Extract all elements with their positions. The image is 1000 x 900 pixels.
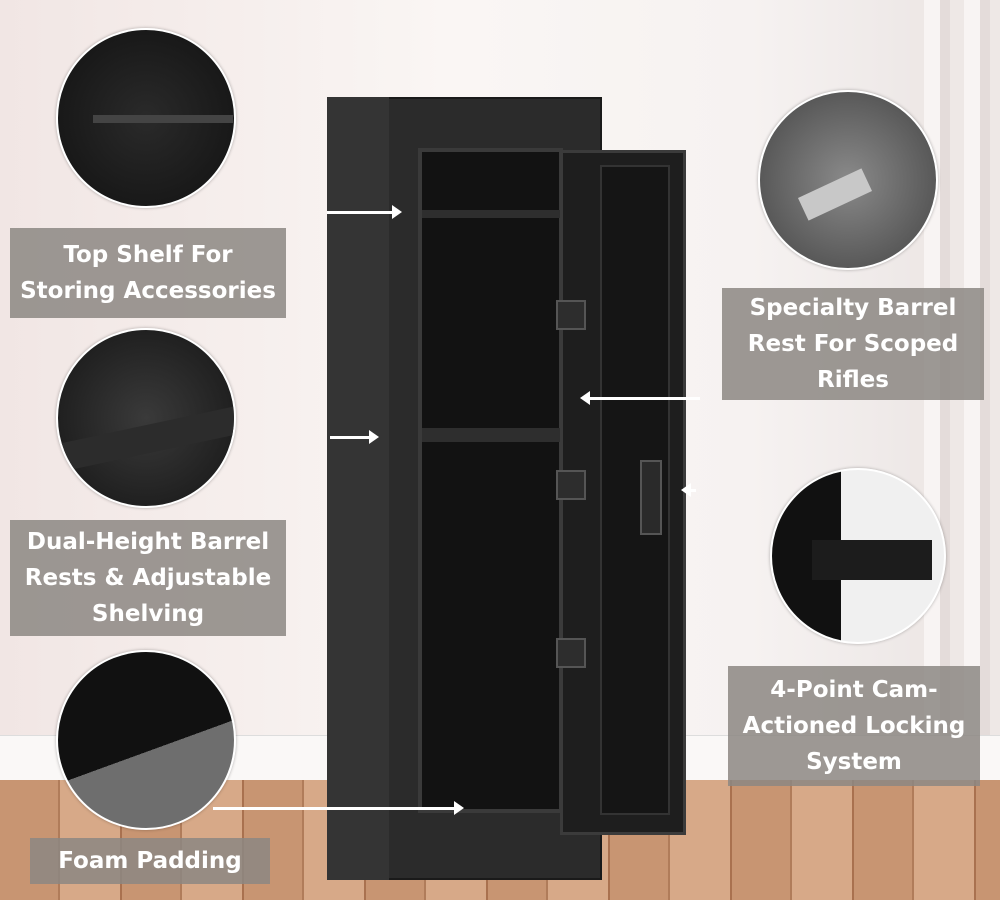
hinge [556, 300, 586, 330]
callout-barrel-rests: Dual-Height Barrel Rests & Adjustable Sh… [10, 520, 286, 636]
arrow-left-icon [580, 391, 700, 405]
arrow-right-icon [213, 801, 464, 815]
foam-padding-detail-photo [56, 650, 236, 830]
hinge [556, 470, 586, 500]
arrow-right-icon [330, 430, 379, 444]
barrel-rest [422, 428, 560, 442]
specialty-rest-detail-photo [758, 90, 938, 270]
callout-locking-system: 4-Point Cam-Actioned Locking System [728, 666, 980, 786]
callout-foam-padding: Foam Padding [30, 838, 270, 884]
callout-specialty-rest: Specialty Barrel Rest For Scoped Rifles [722, 288, 984, 400]
top-shelf [422, 210, 560, 218]
arrow-left-icon [681, 483, 696, 497]
door-lock [640, 460, 662, 535]
cabinet-interior [418, 148, 563, 813]
locking-system-detail-photo [770, 468, 946, 644]
arrow-right-icon [327, 205, 402, 219]
cabinet-side [327, 97, 389, 880]
callout-top-shelf: Top Shelf For Storing Accessories [10, 228, 286, 318]
top-shelf-detail-photo [56, 28, 236, 208]
barrel-rest-detail-photo [56, 328, 236, 508]
hinge [556, 638, 586, 668]
